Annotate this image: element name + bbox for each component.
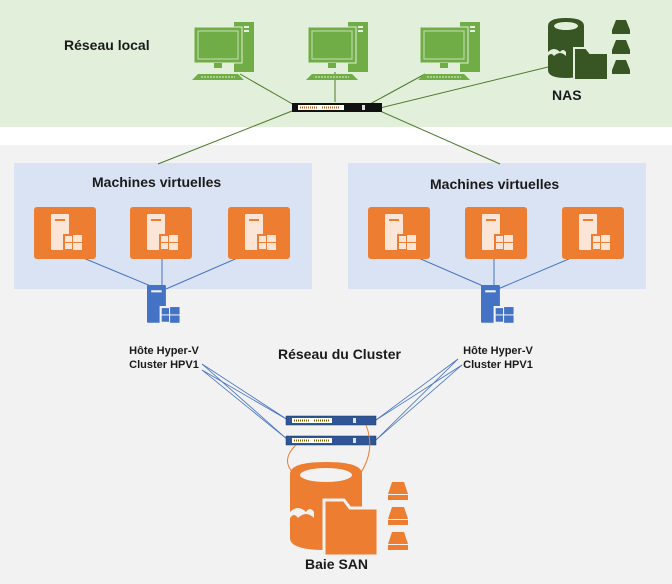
link-pc1-switch [239,73,297,107]
vm-group-1-label: Machines virtuelles [92,174,222,190]
host-1-label: Hôte Hyper-V Cluster HPV1 [124,344,204,372]
san-switch-icon [285,435,377,446]
vm-icon [130,207,192,259]
vm-icon [562,207,624,259]
san-label: Baie SAN [305,556,369,572]
vm-icon [34,207,96,259]
host-1-line1: Hôte Hyper-V [129,345,199,357]
lan-links [157,66,549,165]
link-nas-switch [379,66,549,109]
host-2-line2: Cluster HPV1 [463,359,533,371]
windows-server-icon [481,285,515,325]
vm-icon [368,207,430,259]
link-switch-vmgroup2 [379,110,501,165]
network-switch-icon [292,103,382,112]
host-2-line1: Hôte Hyper-V [463,345,533,357]
host-2-label: Hôte Hyper-V Cluster HPV1 [458,344,538,372]
cluster-zone-label: Réseau du Cluster [278,346,401,362]
san-switch-icon [285,415,377,426]
vm-icon [465,207,527,259]
nas-label: NAS [552,87,582,103]
workstation-icon [306,22,368,80]
vm-group-2-label: Machines virtuelles [430,176,560,192]
vm-icon [228,207,290,259]
link-pc3-switch [369,73,426,105]
workstation-icon [192,22,254,80]
link-switch-vmgroup1 [157,110,293,165]
san-storage-icon [290,462,408,558]
windows-server-icon [147,285,181,325]
host-1-line2: Cluster HPV1 [129,359,199,371]
nas-storage-icon [548,18,630,81]
workstation-icon [418,22,480,80]
lan-zone-label: Réseau local [64,37,150,53]
cluster-links [201,358,463,441]
